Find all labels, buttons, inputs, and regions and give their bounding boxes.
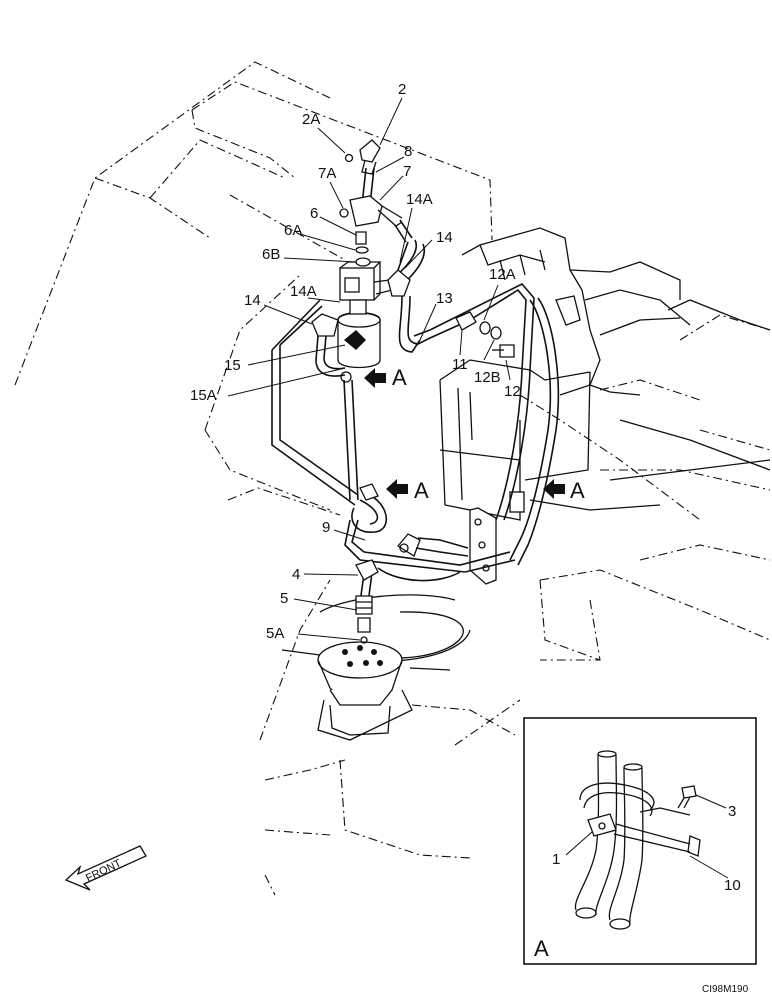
figure-code: CI98M190: [702, 984, 749, 995]
front-label: FRONT: [84, 857, 124, 885]
label-12a: 12A: [489, 266, 516, 283]
detail-a-inset: [523, 717, 757, 965]
label-5a: 5A: [266, 625, 284, 642]
view-marker-a1: A: [392, 365, 407, 390]
label-14a-left: 14A: [290, 283, 317, 300]
label-14-left: 14: [244, 292, 261, 309]
label-6b: 6B: [262, 246, 280, 263]
label-14-top: 14: [436, 229, 453, 246]
label-14a-top: 14A: [406, 191, 433, 208]
label-13: 13: [436, 290, 453, 307]
label-5: 5: [280, 590, 288, 607]
label-6: 6: [310, 205, 318, 222]
label-12: 12: [504, 383, 521, 400]
label-15: 15: [224, 357, 241, 374]
label-7: 7: [403, 163, 411, 180]
label-2: 2: [398, 81, 406, 98]
label-7a: 7A: [318, 165, 336, 182]
label-6a: 6A: [284, 222, 302, 239]
label-1: 1: [552, 851, 560, 868]
view-marker-a2: A: [414, 478, 429, 503]
label-11: 11: [452, 356, 468, 373]
label-10: 10: [724, 877, 741, 894]
label-3: 3: [728, 803, 736, 820]
detail-a-title: A: [534, 936, 549, 961]
front-arrow: [64, 845, 147, 891]
label-12b: 12B: [474, 369, 501, 386]
label-9: 9: [322, 519, 330, 536]
label-4: 4: [292, 566, 300, 583]
label-2a: 2A: [302, 111, 320, 128]
view-arrows: [364, 368, 565, 499]
part-labels: 2 2A 8 7A 7 6 14A 6A 14 6B 12A 14 14A 13…: [190, 81, 741, 894]
label-15a: 15A: [190, 387, 217, 404]
leader-lines: [227, 97, 511, 641]
view-marker-labels: A A A: [392, 365, 585, 503]
view-marker-a3: A: [570, 478, 585, 503]
label-8: 8: [404, 143, 412, 160]
